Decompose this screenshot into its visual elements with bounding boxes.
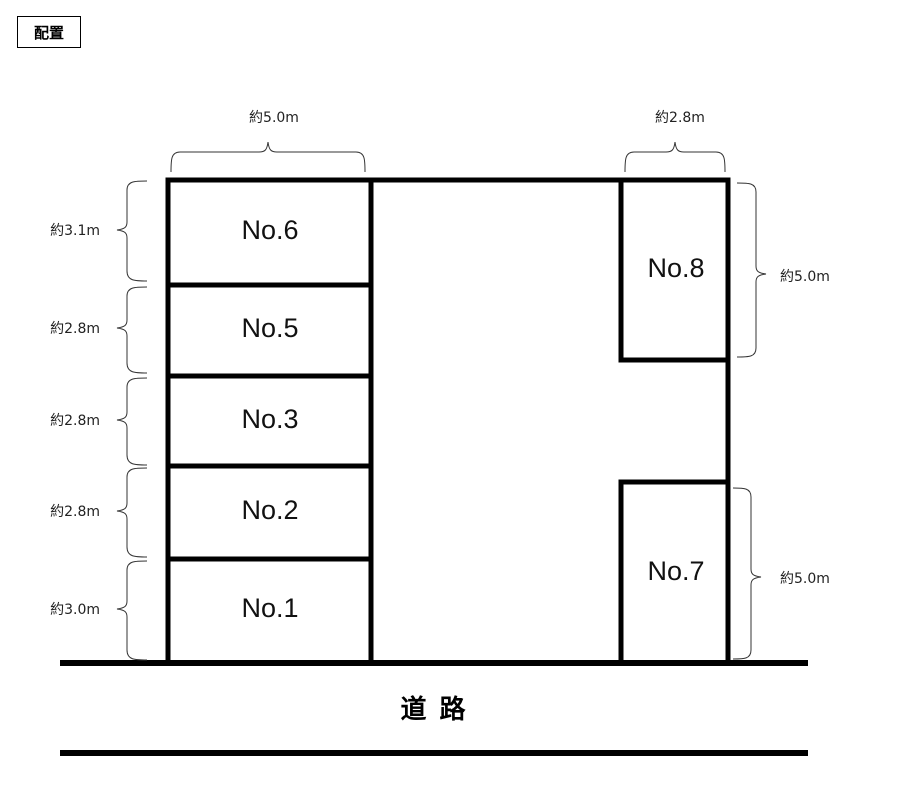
dim-no8-length: 約5.0m (780, 269, 830, 285)
slot-no8-outline (618, 180, 728, 363)
road-label: 道 路 (400, 694, 467, 725)
brace-no3-depth (116, 377, 148, 466)
brace-no8-length (736, 182, 767, 358)
dim-left-width: 約5.0m (249, 110, 299, 126)
brace-no5-depth (116, 286, 148, 374)
dim-right-width: 約2.8m (655, 110, 705, 126)
dim-no2-depth: 約2.8m (50, 504, 100, 520)
brace-no2-depth (116, 467, 148, 558)
brace-left-width (170, 141, 366, 173)
slot-label-no2: No.2 (241, 495, 298, 525)
brace-no7-length (732, 487, 762, 660)
slot-label-no6: No.6 (241, 215, 298, 245)
brace-right-width (624, 141, 726, 173)
slot-no7-outline (618, 479, 728, 662)
slot-label-no8: No.8 (647, 253, 704, 283)
diagram-title: 配置 (17, 16, 81, 48)
brace-no1-depth (116, 560, 148, 661)
dim-no5-depth: 約2.8m (50, 321, 100, 337)
dim-no6-depth: 約3.1m (50, 223, 100, 239)
slot-label-no5: No.5 (241, 313, 298, 343)
dim-no7-length: 約5.0m (780, 571, 830, 587)
slot-label-no7: No.7 (647, 556, 704, 586)
dim-no1-depth: 約3.0m (50, 602, 100, 618)
dim-no3-depth: 約2.8m (50, 413, 100, 429)
brace-no6-depth (116, 180, 148, 282)
slot-label-no1: No.1 (241, 593, 298, 623)
slot-label-no3: No.3 (241, 404, 298, 434)
